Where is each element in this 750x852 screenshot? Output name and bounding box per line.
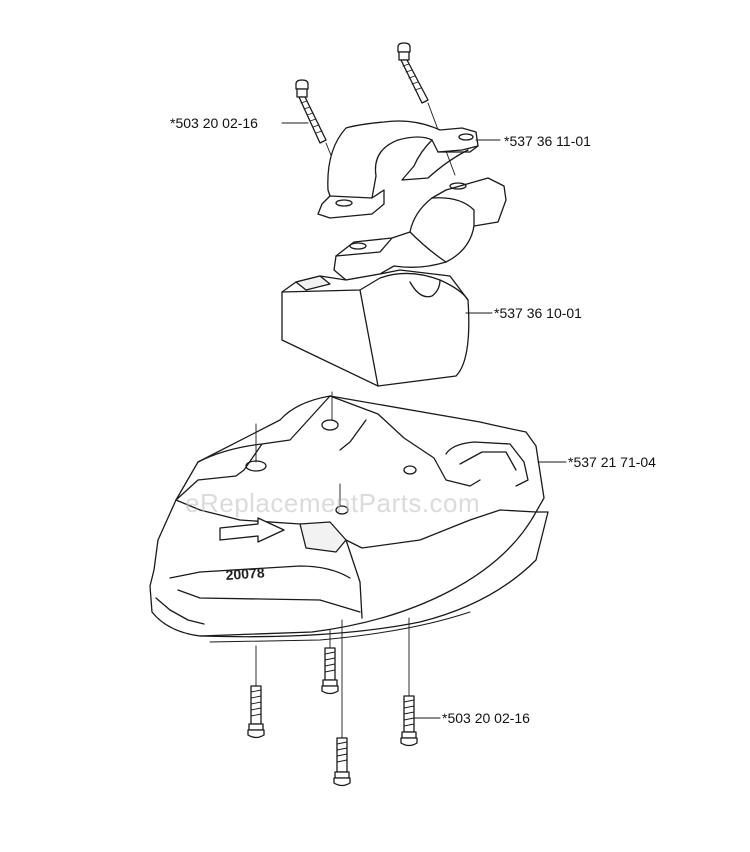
middle-clamp <box>333 177 507 281</box>
top-right-screw <box>397 42 429 104</box>
top-left-screw <box>295 79 327 144</box>
bottom-screw-left <box>247 645 265 739</box>
lower-mount-block <box>281 269 470 387</box>
callout-upper-clamp: *537 36 11-01 <box>504 133 591 149</box>
callout-guard: *537 21 71-04 <box>568 454 656 470</box>
trimmer-guard: 20078 <box>149 395 549 643</box>
callout-lower-clamp: *537 36 10-01 <box>494 305 582 321</box>
bottom-screw-center-upper <box>321 629 339 695</box>
guard-stamp-text: 20078 <box>225 564 265 583</box>
upper-clamp <box>317 120 479 219</box>
bottom-screw-center-lower <box>333 619 351 787</box>
callout-screw-bottom: *503 20 02-16 <box>442 710 530 726</box>
leader-lines <box>281 122 567 719</box>
rotation-direction-arrow <box>219 517 285 543</box>
callout-screw-top: *503 20 02-16 <box>170 115 258 131</box>
watermark: eReplacementParts.com <box>185 488 481 518</box>
bottom-screw-right <box>400 617 418 747</box>
